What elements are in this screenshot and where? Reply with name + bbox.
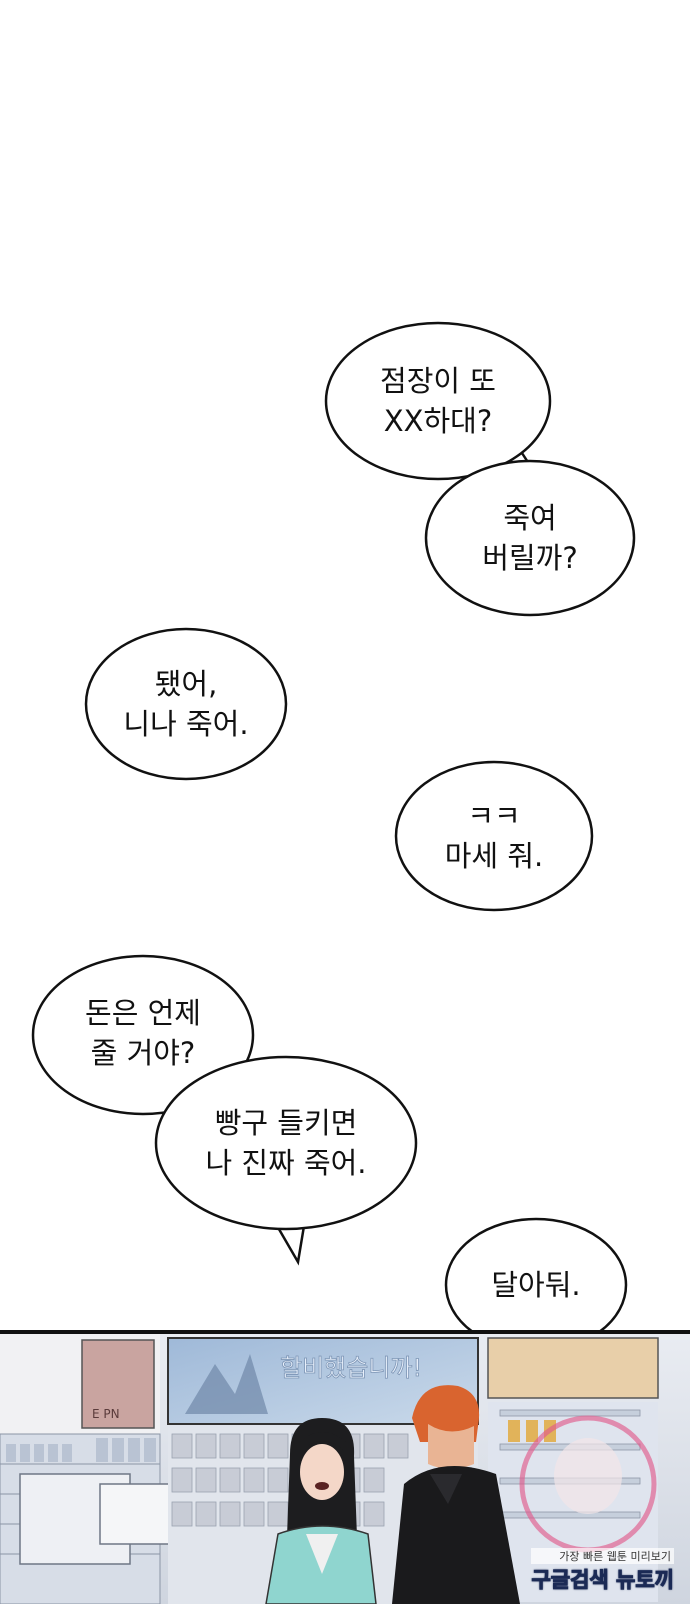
screen-ad-text: 할비했습니까! [280,1354,422,1382]
speech-bubble-6 [154,1055,418,1266]
watermark-site-name: 뉴토끼 [616,1568,675,1593]
character-woman [265,1418,377,1604]
bubble-2-text: 죽여 버릴까? [440,498,620,578]
bubble-2-line-1: 죽여 [503,501,557,535]
character-man [392,1385,520,1604]
bubble-2-line-2: 버릴까? [482,541,578,575]
speech-bubble-4 [394,760,594,912]
watermark: 가장 빠른 웹툰 미리보기 구글검색 뉴토끼 [531,1548,674,1594]
watermark-brand: 구글검색 뉴토끼 [531,1564,675,1594]
bubble-4-line-1: ㅋㅋ [467,799,521,833]
bubble-3-text: 됐어, 니나 죽어. [96,664,276,744]
bubble-3-line-1: 됐어, [154,667,218,701]
bubble-1-line-1: 점장이 또 [380,364,496,398]
bubble-3-line-2: 니나 죽어. [123,707,249,741]
speech-bubble-5 [31,954,255,1116]
watermark-search-text: 구글검색 [531,1568,609,1593]
convenience-store-panel: E PN 할비했습니까! [0,1330,690,1604]
bubble-5-text: 돈은 언제 줄 거야? [43,993,243,1073]
bubble-4-text: ㅋㅋ 마세 줘. [404,796,584,876]
wall-poster [81,1339,155,1429]
bubble-7-line-1: 달아둬. [491,1268,581,1302]
bubble-5-line-1: 돈은 언제 [85,996,201,1030]
bubble-1-line-2: XX하대? [383,404,493,438]
bubble-6-line-2: 나 진짜 죽어. [205,1146,367,1180]
wall-poster-text: E PN [92,1407,120,1421]
bubble-4-line-2: 마세 줘. [444,839,544,873]
bubble-7-text: 달아둬. [456,1265,616,1305]
bubble-1-text: 점장이 또 XX하대? [340,361,536,441]
watermark-tagline: 가장 빠른 웹툰 미리보기 [531,1548,674,1564]
bubble-5-line-2: 줄 거야? [90,1036,196,1070]
speech-bubble-2 [424,459,636,617]
bubble-6-line-1: 빵구 들키면 [214,1106,358,1140]
speech-bubble-3 [84,627,288,781]
bubble-6-text: 빵구 들키면 나 진짜 죽어. [176,1103,396,1183]
